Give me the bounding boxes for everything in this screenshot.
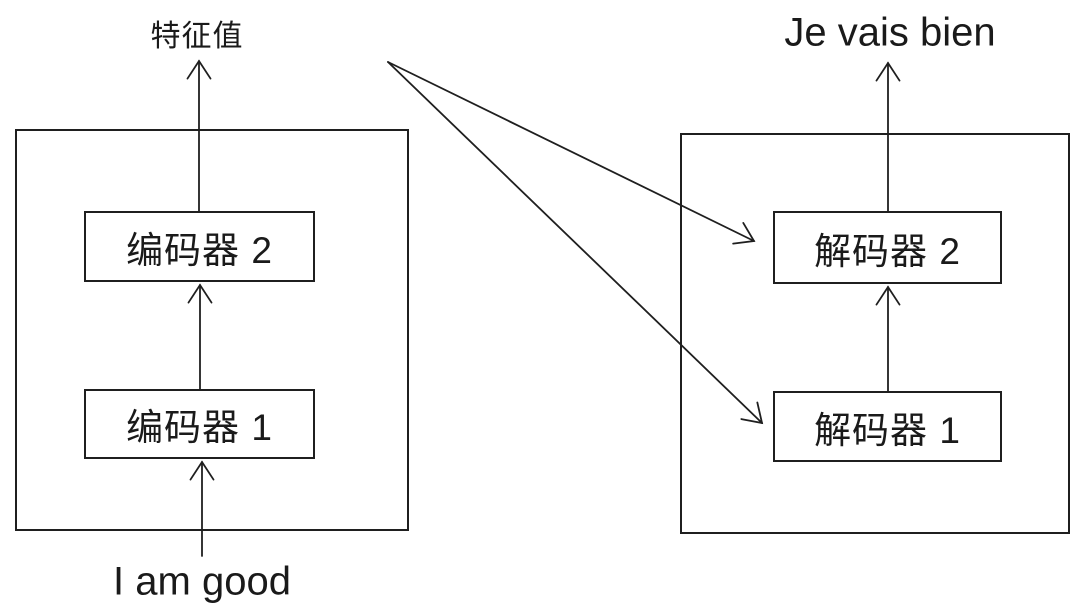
decoder-2-label: 解码器 2 xyxy=(814,230,961,272)
encoder-1-box: 编码器 1 xyxy=(84,389,315,459)
encoder-1-label: 编码器 1 xyxy=(126,407,273,448)
arrow-encoder-2-to-feature-head xyxy=(186,59,212,80)
decoder-2-box: 解码器 2 xyxy=(773,211,1002,284)
decoder-group-box xyxy=(680,133,1070,534)
decoder-1-box: 解码器 1 xyxy=(773,391,1002,462)
encoder-group-box xyxy=(15,129,409,531)
source-sentence-label: I am good xyxy=(113,559,291,604)
decoder-1-label: 解码器 1 xyxy=(814,409,961,451)
feature-value-label: 特征值 xyxy=(150,20,244,53)
encoder-2-label: 编码器 2 xyxy=(126,229,273,271)
target-sentence-label: Je vais bien xyxy=(784,10,996,55)
arrow-decoder-2-to-output-head xyxy=(875,61,901,82)
encoder-2-box: 编码器 2 xyxy=(84,211,315,282)
